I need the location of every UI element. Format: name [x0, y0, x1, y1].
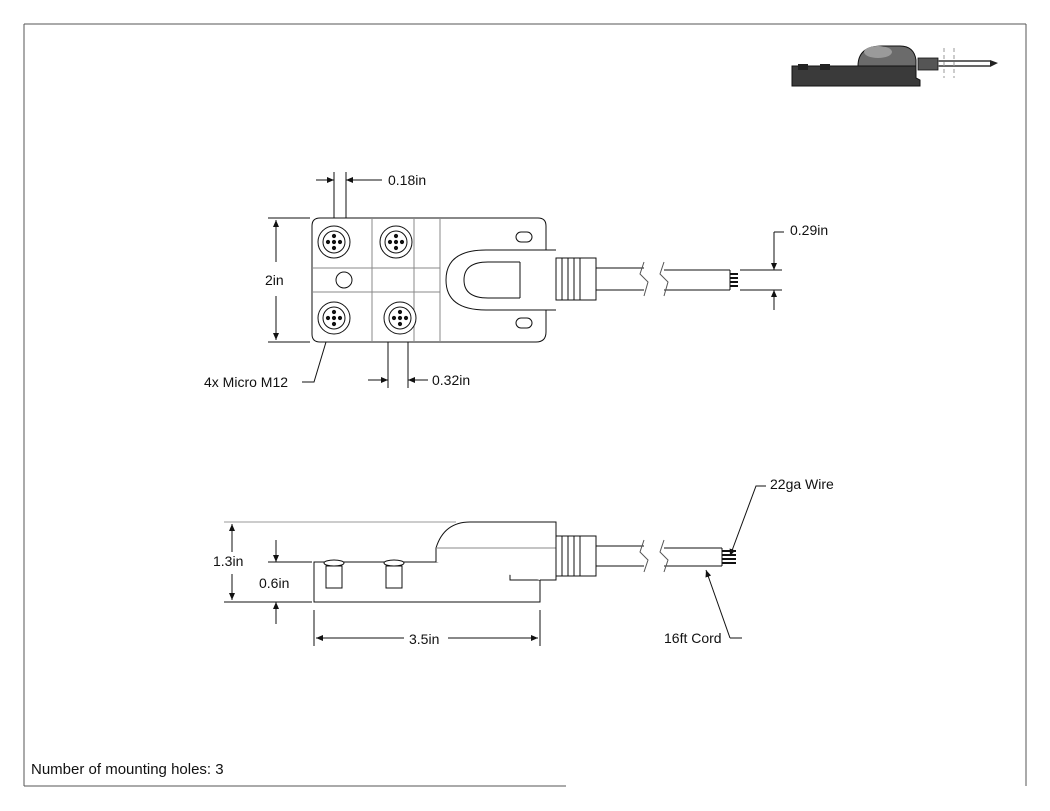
dim-label-port-spacing: 0.32in	[432, 372, 471, 388]
mounting-holes-note: Number of mounting holes: 3	[31, 761, 224, 778]
dim-port-spacing	[368, 342, 428, 388]
dim-label-base-height: 0.6in	[259, 575, 290, 591]
m12-connector	[383, 301, 417, 335]
leader-wire-gauge	[729, 485, 766, 557]
wire-gauge-callout: 22ga Wire	[770, 476, 834, 492]
connector-callout: 4x Micro M12	[204, 374, 289, 390]
dim-label-wire-diameter: 0.29in	[790, 222, 829, 238]
m12-connector	[379, 225, 413, 259]
leader-cord	[705, 569, 742, 639]
dim-body-width	[268, 217, 310, 343]
dim-body-length	[313, 610, 541, 646]
m12-connector	[317, 225, 351, 259]
top-view	[311, 217, 738, 343]
dim-label-body-length: 3.5in	[409, 631, 440, 647]
cord-length-callout: 16ft Cord	[664, 630, 722, 646]
dim-wire-diameter	[740, 231, 784, 310]
leader-connector	[302, 341, 327, 383]
dim-label-thread-offset: 0.18in	[388, 172, 427, 188]
m12-connector	[317, 301, 351, 335]
side-view	[313, 521, 736, 603]
dim-base-height	[268, 540, 312, 624]
dim-label-body-width: 2in	[265, 272, 284, 288]
dim-total-height	[224, 521, 456, 603]
sheet-border	[23, 23, 1027, 787]
dim-label-total-height: 1.3in	[213, 553, 244, 569]
isometric-thumbnail	[791, 45, 998, 87]
dim-thread-offset	[316, 172, 382, 218]
